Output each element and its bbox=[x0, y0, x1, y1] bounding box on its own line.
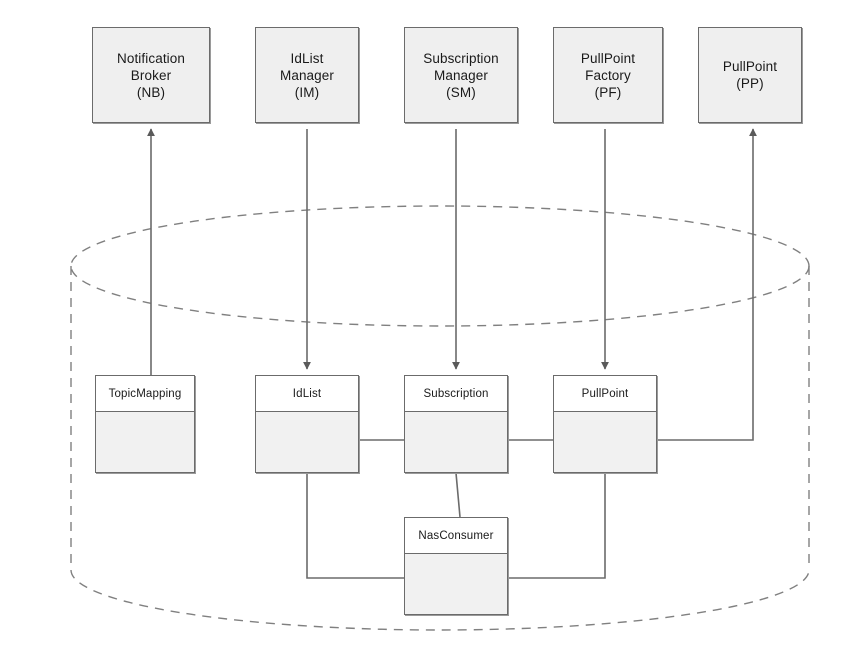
instance-label-subscription: Subscription bbox=[423, 387, 489, 400]
instance-header-subscription: Subscription bbox=[405, 376, 507, 412]
instance-box-nasconsumer[interactable]: NasConsumer bbox=[404, 517, 508, 615]
instance-header-nasconsumer: NasConsumer bbox=[405, 518, 507, 554]
actor-label-notification-broker: Notification Broker (NB) bbox=[117, 50, 185, 100]
actor-box-pullpoint[interactable]: PullPoint (PP) bbox=[698, 27, 802, 123]
instance-body-pullpoint bbox=[554, 412, 656, 472]
actor-label-subscription-manager: Subscription Manager (SM) bbox=[423, 50, 499, 100]
actor-box-subscription-manager[interactable]: Subscription Manager (SM) bbox=[404, 27, 518, 123]
instance-box-topicmapping[interactable]: TopicMapping bbox=[95, 375, 195, 473]
instance-label-nasconsumer: NasConsumer bbox=[418, 529, 494, 542]
actor-label-idlist-manager: IdList Manager (IM) bbox=[280, 50, 334, 100]
instance-body-subscription bbox=[405, 412, 507, 472]
instance-header-pullpoint: PullPoint bbox=[554, 376, 656, 412]
actor-label-pullpoint-factory: PullPoint Factory (PF) bbox=[580, 50, 636, 100]
instance-label-topicmapping: TopicMapping bbox=[108, 387, 182, 400]
actor-box-notification-broker[interactable]: Notification Broker (NB) bbox=[92, 27, 210, 123]
actor-box-pullpoint-factory[interactable]: PullPoint Factory (PF) bbox=[553, 27, 663, 123]
connector-layer bbox=[147, 128, 757, 579]
cylinder-bottom-arc bbox=[70, 569, 810, 631]
cylinder-top-ellipse bbox=[70, 205, 810, 327]
instance-box-pullpoint[interactable]: PullPoint bbox=[553, 375, 657, 473]
instance-label-pullpoint: PullPoint bbox=[581, 387, 629, 400]
instance-body-topicmapping bbox=[96, 412, 194, 472]
instance-label-idlist: IdList bbox=[292, 387, 322, 400]
connector-pullpoint-to-pp bbox=[657, 128, 757, 441]
actor-label-pullpoint: PullPoint (PP) bbox=[722, 59, 778, 91]
instance-body-idlist bbox=[256, 412, 358, 472]
instance-body-nasconsumer bbox=[405, 554, 507, 614]
instance-box-idlist[interactable]: IdList bbox=[255, 375, 359, 473]
cylinder-shape bbox=[70, 205, 810, 631]
connector-pullpoint-nasconsumer bbox=[508, 473, 606, 579]
connector-idlist-nasconsumer bbox=[306, 473, 404, 579]
instance-header-topicmapping: TopicMapping bbox=[96, 376, 194, 412]
instance-box-subscription[interactable]: Subscription bbox=[404, 375, 508, 473]
connector-subscription-nasconsumer bbox=[455, 472, 461, 518]
instance-header-idlist: IdList bbox=[256, 376, 358, 412]
actor-box-idlist-manager[interactable]: IdList Manager (IM) bbox=[255, 27, 359, 123]
